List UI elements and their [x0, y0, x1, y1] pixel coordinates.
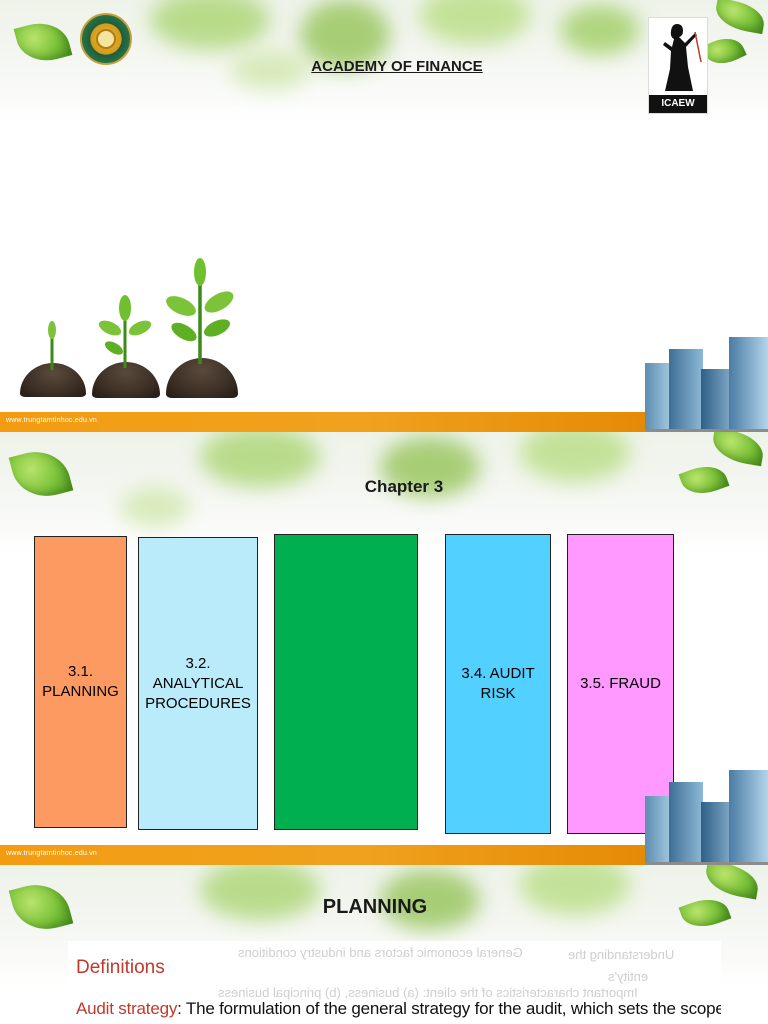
slide-title-text: ACADEMY OF FINANCE	[311, 58, 483, 75]
topic-box-planning[interactable]: 3.1. PLANNING	[34, 536, 127, 828]
lady-justice-icon	[663, 24, 702, 91]
footer-bar: www.trungtamtinhoc.edu.vn	[0, 412, 645, 432]
footer-bar: www.trungtamtinhoc.edu.vn	[0, 845, 645, 865]
icaew-label: ICAEW	[649, 95, 707, 113]
leafy-banner-background	[0, 0, 768, 124]
definitions-screenshot: Understanding the General economic facto…	[68, 941, 721, 1024]
topic-box-audit-risk[interactable]: 3.4. AUDIT RISK	[445, 534, 551, 834]
topic-box-label: 3.2. ANALYTICAL PROCEDURES	[145, 654, 251, 712]
topic-box-fraud[interactable]: 3.5. FRAUD	[567, 534, 674, 834]
slide-chapter: Chapter 3 3.1. PLANNING 3.2. ANALYTICAL …	[0, 432, 768, 865]
doc-term: Audit strategy	[76, 999, 178, 1018]
footer-url[interactable]: www.trungtamtinhoc.edu.vn	[6, 417, 97, 424]
slide-title-text: Chapter 3	[364, 477, 444, 496]
doc-text: : The formulation of the general strateg…	[177, 999, 721, 1018]
topic-box-label: 3.4. AUDIT RISK	[461, 665, 535, 702]
doc-heading: Definitions	[76, 957, 165, 978]
footer-url[interactable]: www.trungtamtinhoc.edu.vn	[6, 850, 97, 857]
icaew-logo: ICAEW	[648, 17, 708, 114]
bleed-through-text: Understanding the	[568, 947, 675, 962]
slide-planning: PLANNING Understanding the General econo…	[0, 865, 768, 1024]
doc-definition-line: Audit strategy: The formulation of the g…	[76, 999, 721, 1019]
topic-box-label: 3.1. PLANNING	[42, 663, 119, 700]
topic-box-analytical-procedures[interactable]: 3.2. ANALYTICAL PROCEDURES	[138, 537, 258, 830]
slide-title: ACADEMY OF FINANCE ICAEW	[0, 0, 768, 432]
growing-plants-illustration	[14, 258, 244, 398]
bleed-through-text: Important characteristics of the client:…	[218, 985, 638, 1000]
slide-title-text: PLANNING	[322, 896, 428, 918]
academy-of-finance-seal-icon	[80, 13, 132, 65]
topic-box-label: 3.5. FRAUD	[580, 675, 661, 692]
bleed-through-text: entity's	[608, 969, 649, 984]
city-buildings-illustration	[645, 768, 768, 865]
topic-box-3-3[interactable]	[274, 534, 418, 830]
city-buildings-illustration	[645, 335, 768, 432]
bleed-through-text: General economic factors and industry co…	[238, 945, 523, 960]
